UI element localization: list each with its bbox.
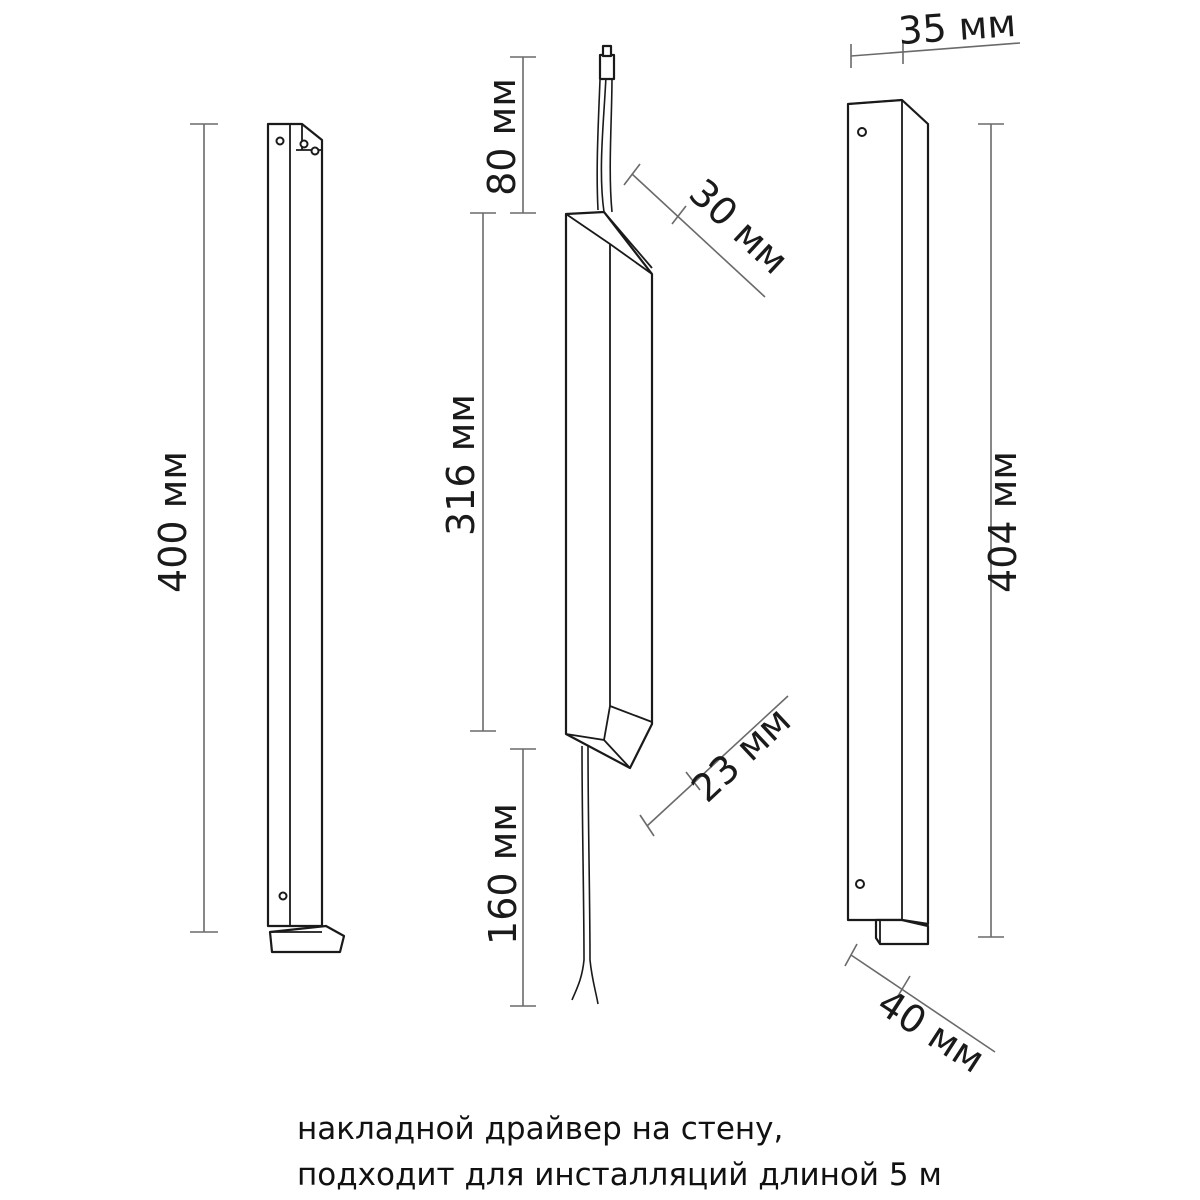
cable-bottom-label: 160 мм bbox=[481, 803, 525, 945]
driver-depth-dimension: 23 мм bbox=[639, 695, 799, 837]
cable-top-label: 80 мм bbox=[480, 78, 524, 196]
cable-top-dimension: 80 мм bbox=[480, 56, 536, 214]
caption-line-2: подходит для инсталляций длиной 5 м bbox=[297, 1157, 942, 1193]
right-bottom-width-label: 40 мм bbox=[870, 981, 993, 1082]
cable-bottom-dimension: 160 мм bbox=[481, 748, 536, 1007]
right-profile bbox=[846, 98, 930, 946]
driver-depth-label: 23 мм bbox=[683, 698, 799, 811]
right-top-width-dimension: 35 мм bbox=[850, 1, 1021, 68]
left-bracket bbox=[266, 122, 346, 954]
caption-line-1: накладной драйвер на стену, bbox=[297, 1111, 784, 1147]
right-top-width-label: 35 мм bbox=[897, 1, 1018, 53]
right-height-label: 404 мм bbox=[981, 451, 1025, 593]
driver-length-dimension: 316 мм bbox=[439, 212, 496, 732]
right-height-dimension: 404 мм bbox=[978, 123, 1025, 938]
driver-length-label: 316 мм bbox=[439, 394, 483, 536]
driver-width-label: 30 мм bbox=[681, 170, 797, 283]
right-bottom-width-dimension: 40 мм bbox=[844, 943, 996, 1082]
caption: накладной драйвер на стену, подходит для… bbox=[297, 1106, 942, 1198]
driver-unit bbox=[564, 44, 654, 1005]
left-height-dimension: 400 мм bbox=[151, 123, 218, 933]
left-height-label: 400 мм bbox=[151, 451, 195, 593]
